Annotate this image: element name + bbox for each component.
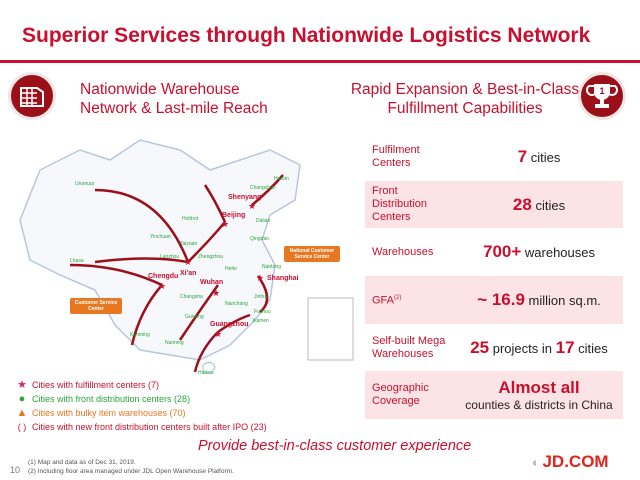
- svg-text:Lanzhou: Lanzhou: [160, 254, 179, 260]
- dashed-oval-icon: ( ): [17, 422, 27, 432]
- national-customer-service-center-callout: National Customer Service Center: [284, 246, 340, 262]
- svg-text:Taiyuan: Taiyuan: [180, 241, 197, 247]
- svg-text:Nantong: Nantong: [262, 264, 281, 270]
- svg-text:★: ★: [256, 273, 264, 283]
- svg-text:★: ★: [214, 329, 222, 339]
- table-row: GFA(2)~ 16.9 million sq.m.: [365, 276, 623, 324]
- svg-text:Xiamen: Xiamen: [252, 318, 269, 324]
- svg-text:Wuhan: Wuhan: [200, 279, 223, 286]
- svg-text:Shanghai: Shanghai: [267, 275, 299, 282]
- svg-text:Fuzhou: Fuzhou: [254, 309, 271, 315]
- svg-text:★: ★: [221, 219, 229, 229]
- svg-text:Zhengzhou: Zhengzhou: [198, 254, 223, 260]
- svg-text:Jinhua: Jinhua: [254, 294, 269, 300]
- svg-text:Guiyang: Guiyang: [185, 314, 204, 320]
- svg-text:1: 1: [599, 86, 604, 96]
- page-number: 10: [10, 465, 21, 475]
- triangle-icon: ▲: [16, 407, 28, 419]
- svg-text:★: ★: [184, 257, 192, 267]
- svg-text:Shenyang: Shenyang: [228, 194, 261, 201]
- tagline: Provide best-in-class customer experienc…: [198, 438, 472, 454]
- warehouse-icon: [8, 72, 56, 120]
- svg-text:Changchun: Changchun: [250, 185, 276, 191]
- svg-text:Changsha: Changsha: [180, 294, 203, 300]
- page-title: Superior Services through Nationwide Log…: [22, 24, 591, 47]
- svg-text:Haikou: Haikou: [198, 370, 214, 376]
- svg-text:Qingdao: Qingdao: [250, 236, 269, 242]
- svg-text:★: ★: [158, 281, 166, 291]
- svg-text:Hohhot: Hohhot: [182, 216, 199, 222]
- trophy-icon: 1: [578, 72, 626, 120]
- svg-text:Nanchang: Nanchang: [225, 301, 248, 307]
- svg-text:Guangzhou: Guangzhou: [210, 321, 249, 328]
- svg-text:Lhasa: Lhasa: [70, 258, 84, 264]
- star-icon: ★: [17, 379, 27, 391]
- circle-icon: ●: [18, 393, 26, 405]
- svg-text:Urumuqi: Urumuqi: [75, 181, 94, 187]
- svg-text:Nanning: Nanning: [165, 340, 184, 346]
- divider: [0, 60, 640, 63]
- svg-text:Chengdu: Chengdu: [148, 273, 178, 280]
- map-legend: ★Cities with fulfillment centers (7) ●Ci…: [12, 378, 267, 434]
- svg-text:Dalian: Dalian: [256, 218, 270, 224]
- svg-text:Yinchuan: Yinchuan: [150, 234, 171, 240]
- customer-service-center-callout: Customer Service Center: [70, 298, 122, 314]
- svg-text:Harbin: Harbin: [274, 176, 289, 182]
- svg-text:Hefei: Hefei: [225, 266, 237, 272]
- jd-logo: ◖JD.COM: [530, 452, 609, 471]
- svg-text:Beijing: Beijing: [222, 212, 245, 219]
- footnotes: (1) Map and data as of Dec 31, 2019.(2) …: [28, 459, 234, 475]
- dog-mascot-icon: ◖: [530, 454, 539, 470]
- svg-text:Kunming: Kunming: [130, 332, 150, 338]
- svg-text:★: ★: [212, 288, 220, 298]
- svg-text:★: ★: [248, 201, 256, 211]
- svg-text:Xi'an: Xi'an: [180, 270, 196, 277]
